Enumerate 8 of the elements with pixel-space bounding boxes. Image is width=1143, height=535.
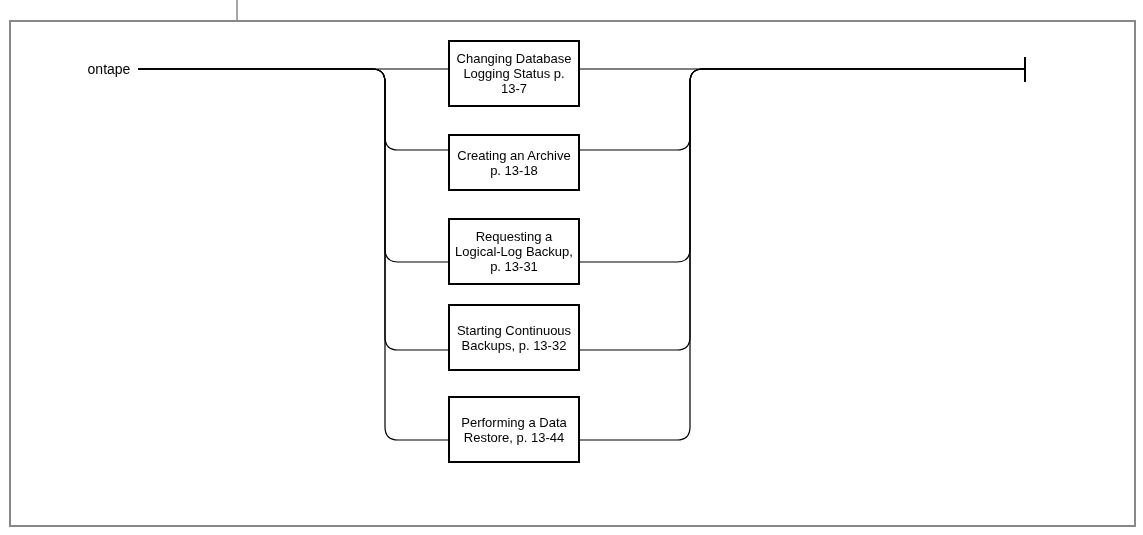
- connector-line: [579, 68, 1025, 441]
- syntax-box: Performing a Data Restore, p. 13-44: [448, 396, 580, 463]
- connector-line: [137, 68, 449, 441]
- syntax-box: Creating an Archive p. 13-18: [448, 134, 580, 191]
- command-keyword: ontape: [80, 58, 138, 80]
- syntax-box: Requesting a Logical-Log Backup, p. 13-31: [448, 218, 580, 285]
- syntax-box: Starting Continuous Backups, p. 13-32: [448, 304, 580, 371]
- syntax-box: Changing Database Logging Status p. 13-7: [448, 40, 580, 107]
